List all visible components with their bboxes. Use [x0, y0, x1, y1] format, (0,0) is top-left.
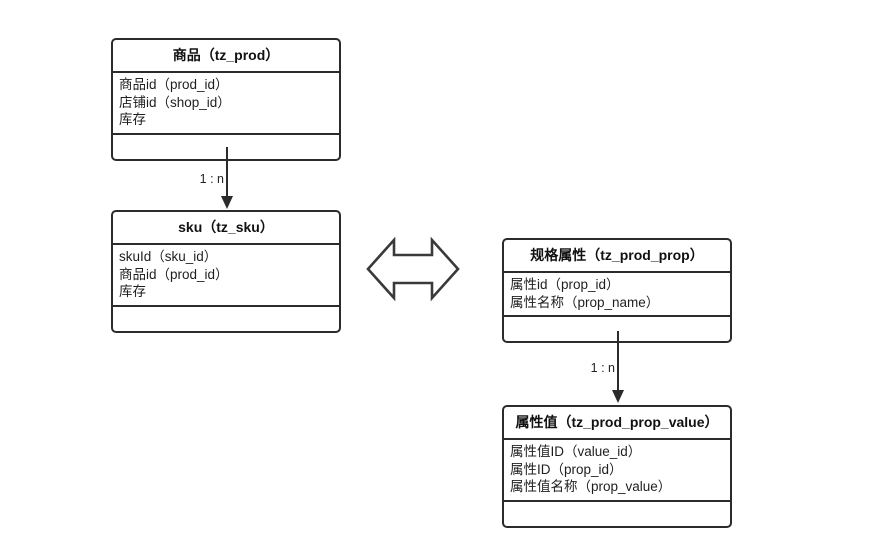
entity-methods-compartment — [113, 307, 339, 331]
entity-attributes: 商品id（prod_id） 店铺id（shop_id） 库存 — [113, 73, 339, 135]
attribute-row: 属性ID（prop_id） — [510, 461, 623, 477]
entity-title: 商品（tz_prod） — [113, 40, 339, 73]
attribute-row: 属性id（prop_id） — [510, 277, 620, 292]
entity-title: 属性值（tz_prod_prop_value） — [504, 407, 730, 440]
entity-attributes: 属性id（prop_id） 属性名称（prop_name） — [504, 273, 730, 317]
entity-attributes: 属性值ID（value_id） 属性ID（prop_id） 属性值名称（prop… — [504, 440, 730, 502]
attribute-row: 商品id（prod_id） — [119, 266, 229, 282]
attribute-row: 库存 — [119, 112, 146, 127]
relation-prop-to-prop-value: 1 : n — [591, 331, 624, 403]
arrowhead-icon — [612, 390, 624, 403]
entity-tz-prod-prop-value[interactable]: 属性值（tz_prod_prop_value） 属性值ID（value_id） … — [502, 405, 732, 528]
entity-title: sku（tz_sku） — [113, 212, 339, 245]
relation-label: 1 : n — [590, 361, 615, 375]
attribute-row: 属性值ID（value_id） — [510, 444, 642, 459]
entity-tz-sku[interactable]: sku（tz_sku） skuId（sku_id） 商品id（prod_id） … — [111, 210, 341, 333]
attribute-row: 属性名称（prop_name） — [510, 294, 660, 310]
relation-line — [617, 331, 619, 390]
attribute-row: 库存 — [119, 284, 146, 299]
attribute-row: 属性值名称（prop_value） — [510, 479, 672, 494]
relation-label: 1 : n — [199, 172, 224, 186]
arrowhead-icon — [221, 196, 233, 209]
attribute-row: skuId（sku_id） — [119, 249, 218, 264]
attribute-row: 店铺id（shop_id） — [119, 94, 231, 110]
entity-title: 规格属性（tz_prod_prop） — [504, 240, 730, 273]
entity-methods-compartment — [504, 502, 730, 526]
relation-prod-to-sku: 1 : n — [200, 147, 233, 209]
relation-line — [226, 147, 228, 196]
entity-attributes: skuId（sku_id） 商品id（prod_id） 库存 — [113, 245, 339, 307]
double-headed-arrow-icon — [365, 234, 461, 309]
entity-tz-prod[interactable]: 商品（tz_prod） 商品id（prod_id） 店铺id（shop_id） … — [111, 38, 341, 161]
entity-tz-prod-prop[interactable]: 规格属性（tz_prod_prop） 属性id（prop_id） 属性名称（pr… — [502, 238, 732, 343]
attribute-row: 商品id（prod_id） — [119, 77, 229, 92]
